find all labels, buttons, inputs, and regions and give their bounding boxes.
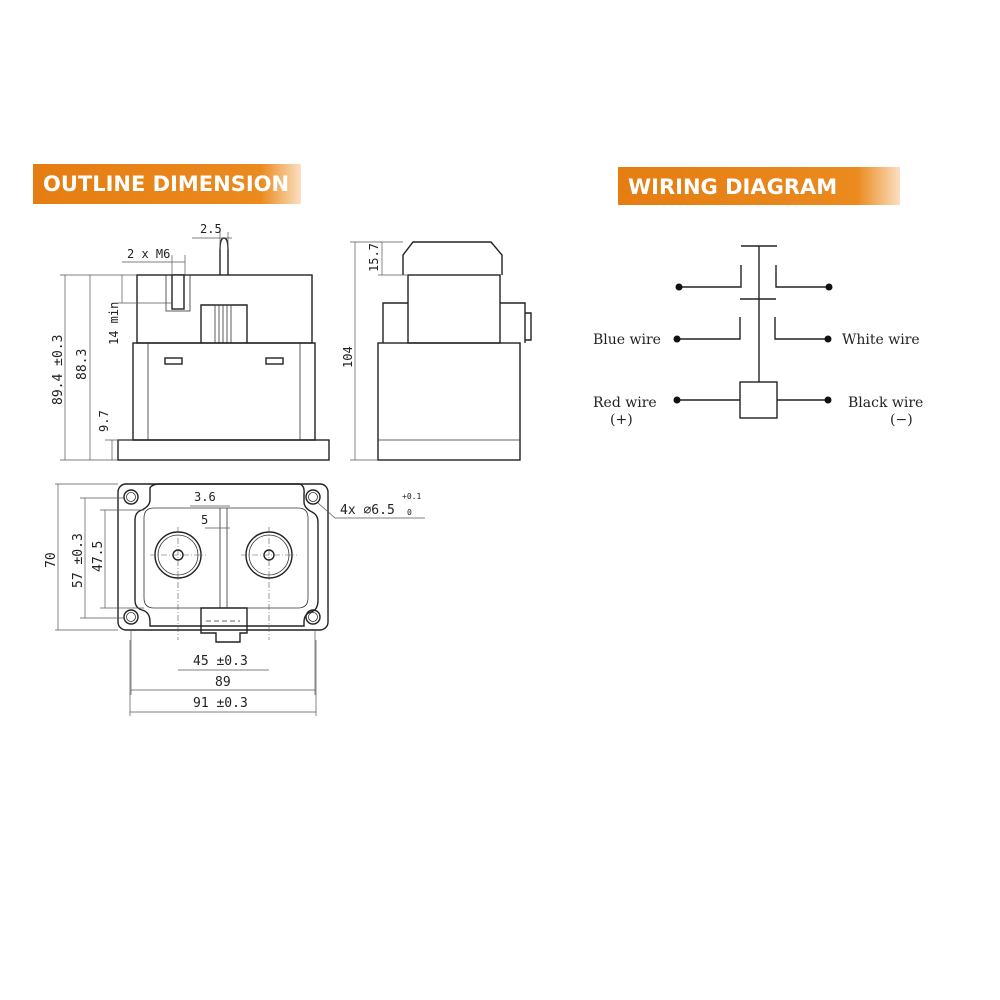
tolerance-lower: 0 [407, 508, 412, 517]
mount-hole-label: 4x ∅6.5 [340, 503, 395, 518]
thread-label: 2 x M6 [127, 247, 170, 261]
width-label: 70 [44, 552, 59, 568]
red-wire-label: Red wire [593, 395, 657, 411]
bottom-view: 3.6 5 4x ∅6.5 +0.1 0 70 57 ±0.3 47.5 45 … [44, 483, 425, 716]
tolerance-upper: +0.1 [402, 492, 421, 501]
front-view: 2.5 2 x M6 14 min 89.4 ±0.3 88.3 9.7 [51, 222, 330, 461]
cap-height-label: 15.7 [367, 243, 381, 272]
gap-b-label: 5 [201, 513, 208, 527]
total-height-label: 89.4 ±0.3 [51, 335, 66, 405]
gap-a-label: 3.6 [194, 490, 216, 504]
body-height-label: 88.3 [75, 349, 90, 380]
terminals [150, 527, 297, 640]
black-polarity-label: (−) [890, 412, 913, 428]
side-view: 104 15.7 [341, 241, 532, 461]
hole-spacing-v-label: 57 ±0.3 [71, 533, 86, 588]
side-height-label: 104 [341, 346, 355, 368]
length-label: 91 ±0.3 [193, 696, 248, 711]
outline-dimension-header: OUTLINE DIMENSION [33, 164, 301, 204]
terminal-spacing-label: 45 ±0.3 [193, 654, 248, 669]
terminal-dots [673, 283, 833, 404]
black-wire-label: Black wire [848, 395, 923, 411]
blue-wire-label: Blue wire [593, 332, 661, 348]
base-height-label: 9.7 [97, 410, 111, 432]
thread-depth-label: 14 min [107, 302, 121, 345]
white-wire-label: White wire [842, 332, 920, 348]
red-polarity-label: (+) [610, 412, 633, 428]
mounting-holes [123, 489, 321, 625]
pin-width-label: 2.5 [200, 222, 222, 236]
hole-spacing-h-label: 89 [215, 675, 231, 690]
wiring-diagram: Blue wire White wire Red wire (+) Black … [593, 245, 923, 428]
wiring-diagram-header: WIRING DIAGRAM [618, 167, 900, 205]
inner-v-label: 47.5 [91, 541, 106, 572]
